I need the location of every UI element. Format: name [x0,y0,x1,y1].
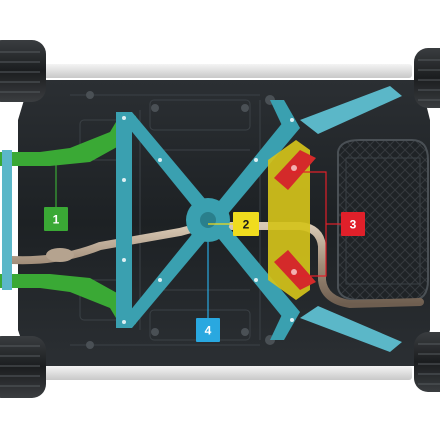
wheels [0,40,440,398]
front-left-wheel [0,40,46,102]
front-subframe [0,112,136,328]
callout-2-box [233,212,259,236]
callout-2: 2 [233,212,259,236]
callout-3-box [341,212,365,236]
front-subframe-upper [0,112,136,166]
exhaust-flange [46,248,74,262]
callout-3-label: 3 [350,218,357,232]
rear-reinforcement [274,150,316,290]
callout-leaders [55,160,341,318]
fuel-tank [337,139,429,301]
bottom-side-sill [40,366,412,380]
callout-4-label: 4 [205,324,212,338]
callout-1: 1 [44,207,68,231]
callout-2-label: 2 [243,218,250,232]
front-right-wheel [0,336,46,398]
callout-4-box [196,318,220,342]
callout-1-label: 1 [53,213,60,227]
callout-4: 4 [196,318,220,342]
brace-bolts [122,116,294,324]
callouts: 1 2 3 4 [44,207,365,342]
front-crossmember [2,150,12,290]
fuel-tank-outline [345,157,421,285]
rear-suspension-arms [300,86,402,352]
callout-1-box [44,207,68,231]
rear-right-wheel [414,332,440,392]
rear-left-wheel [414,48,440,108]
front-subframe-lower [0,274,136,328]
top-side-sill [40,64,412,78]
center-x-brace [116,100,300,340]
callout-3: 3 [341,212,365,236]
